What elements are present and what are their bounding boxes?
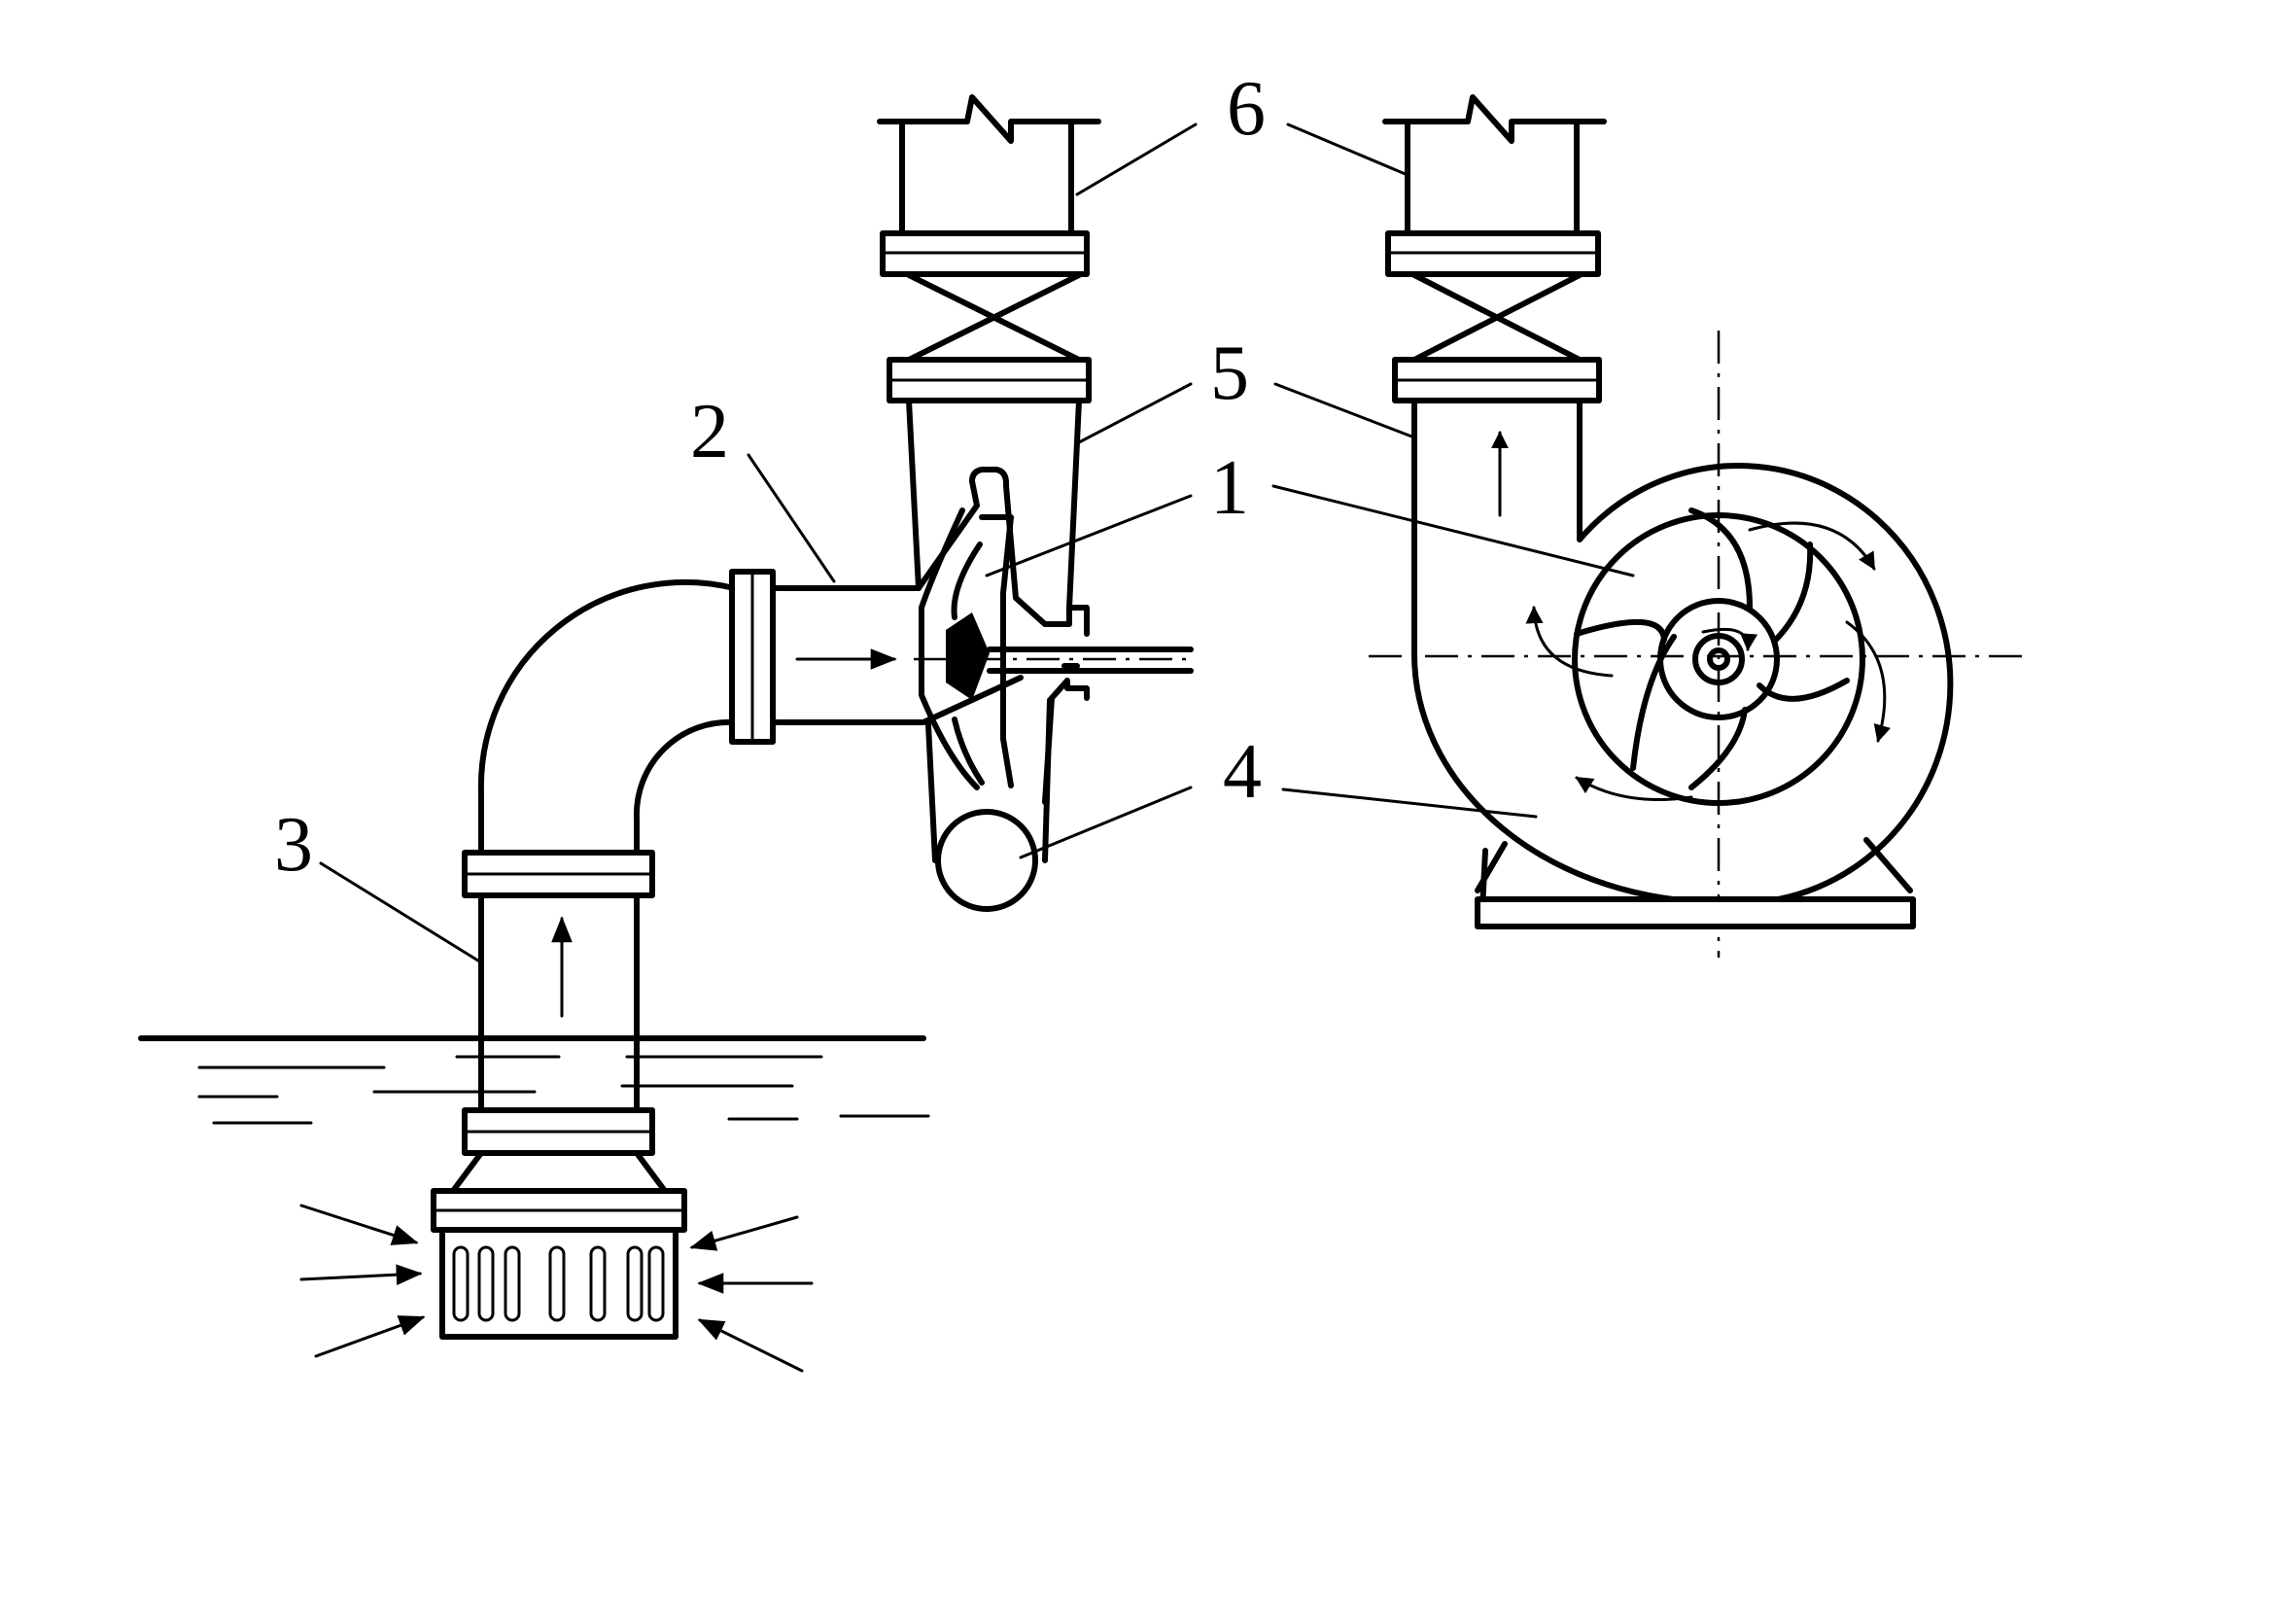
label-outlet-pipe: 5 — [1210, 331, 1249, 416]
outlet-pipe-section — [877, 94, 1101, 611]
outlet-pipe-front — [1382, 94, 1607, 403]
pump-section-view — [914, 467, 1196, 912]
elbow — [477, 578, 737, 856]
label-discharge-pipe: 6 — [1227, 66, 1266, 152]
strainer — [431, 1188, 687, 1340]
water-surface — [138, 1035, 930, 1125]
inlet-pipe — [729, 569, 926, 745]
label-volute-casing: 4 — [1223, 729, 1262, 815]
label-suction-pipe: 3 — [274, 802, 313, 888]
inflow-arrows — [299, 1204, 814, 1373]
suction-pipe — [450, 850, 668, 1194]
volute-front-view — [1369, 331, 2022, 958]
label-inlet-pipe: 2 — [690, 389, 729, 474]
leader-lines — [319, 122, 1635, 964]
label-impeller: 1 — [1210, 445, 1249, 531]
